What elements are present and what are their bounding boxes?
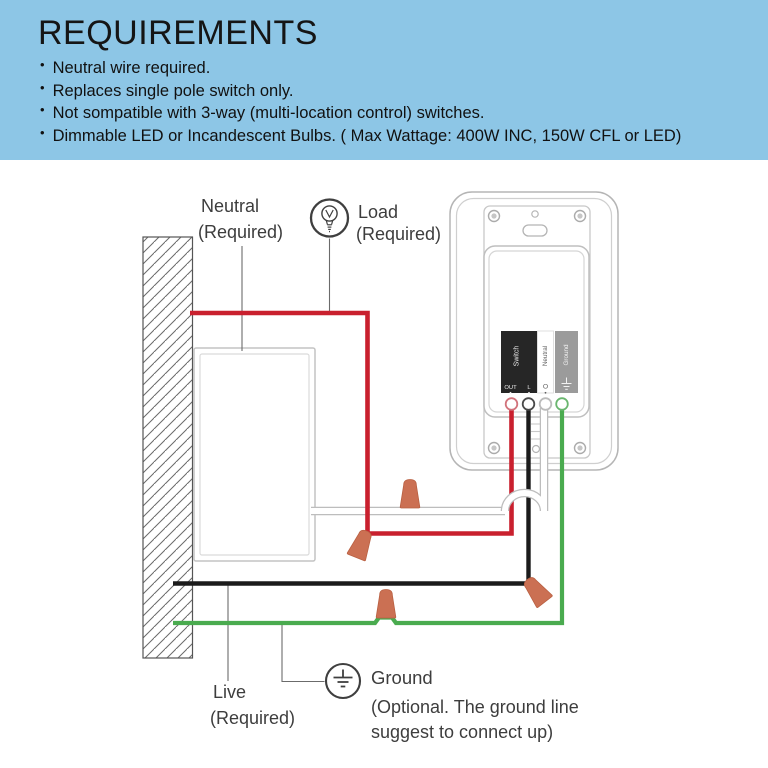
mounting-screw-icon xyxy=(487,441,587,455)
neutral-required-label: (Required) xyxy=(198,222,284,242)
list-item: • Dimmable LED or Incandescent Bulbs. ( M… xyxy=(40,125,681,148)
bullet-icon: • xyxy=(40,79,45,95)
list-item: • Neutral wire required. xyxy=(40,57,681,80)
bullet-text: Dimmable LED or Incandescent Bulbs. ( Ma… xyxy=(52,127,682,146)
smart-switch-device: Switch Neutral Ground OUT L O xyxy=(449,191,619,471)
ground-note-line1: (Optional. The ground line xyxy=(371,697,579,717)
bullet-icon: • xyxy=(40,125,45,141)
mounting-slot xyxy=(522,224,548,237)
live-label: Live xyxy=(213,682,247,702)
neutral-label: Neutral xyxy=(201,196,260,216)
switch-block-label: Switch xyxy=(514,346,521,367)
l-terminal-label: L xyxy=(527,385,531,391)
wire-nut xyxy=(523,577,553,608)
ground-label: Ground xyxy=(371,667,433,688)
list-item: • Not sompatible with 3-way (multi-locati… xyxy=(40,102,681,125)
mounting-screw-icon xyxy=(487,209,587,223)
live-required-label: (Required) xyxy=(210,708,296,728)
page-title: REQUIREMENTS xyxy=(38,14,318,52)
terminal-screws xyxy=(504,397,569,411)
l-terminal-screw xyxy=(521,397,536,411)
light-bulb-icon xyxy=(309,198,350,238)
wire-nut xyxy=(399,479,421,509)
junction-box xyxy=(193,347,316,562)
ground-terminal-screw xyxy=(555,397,569,411)
requirements-list: • Neutral wire required. • Replaces single… xyxy=(40,57,681,148)
bullet-text: Replaces single pole switch only. xyxy=(52,81,294,100)
pilot-hole xyxy=(531,444,541,454)
out-terminal-screw xyxy=(504,397,519,411)
o-terminal-label: O xyxy=(543,384,548,391)
pilot-hole xyxy=(531,210,539,218)
wire-nut xyxy=(375,589,397,619)
list-item: • Replaces single pole switch only. xyxy=(40,80,681,103)
ground-symbol-small-icon xyxy=(561,377,572,390)
switch-terminal-block xyxy=(501,331,537,393)
bullet-text: Neutral wire required. xyxy=(52,59,211,77)
out-terminal-label: OUT xyxy=(504,385,517,391)
neutral-terminal-screw xyxy=(538,397,553,411)
wall xyxy=(142,236,194,659)
ground-pointer-line xyxy=(281,624,325,683)
earth-ground-icon xyxy=(324,662,362,700)
neutral-block-label: Neutral xyxy=(542,346,549,366)
bullet-icon: • xyxy=(40,102,45,118)
wire-nuts xyxy=(346,479,553,619)
ground-note-line2: suggest to connect up) xyxy=(371,722,554,742)
load-label: Load xyxy=(358,202,399,222)
ground-terminal-block xyxy=(555,331,578,393)
load-required-label: (Required) xyxy=(356,224,442,244)
wire-nut xyxy=(346,529,372,562)
bullet-icon: • xyxy=(40,57,45,72)
bullet-text: Not sompatible with 3-way (multi-locatio… xyxy=(52,104,485,123)
neutral-wire-arch xyxy=(500,408,549,512)
wire-clamp-detail xyxy=(531,423,540,440)
ground-block-label: Ground xyxy=(563,344,570,366)
requirements-banner: REQUIREMENTS • Neutral wire required. • Re… xyxy=(0,0,768,160)
